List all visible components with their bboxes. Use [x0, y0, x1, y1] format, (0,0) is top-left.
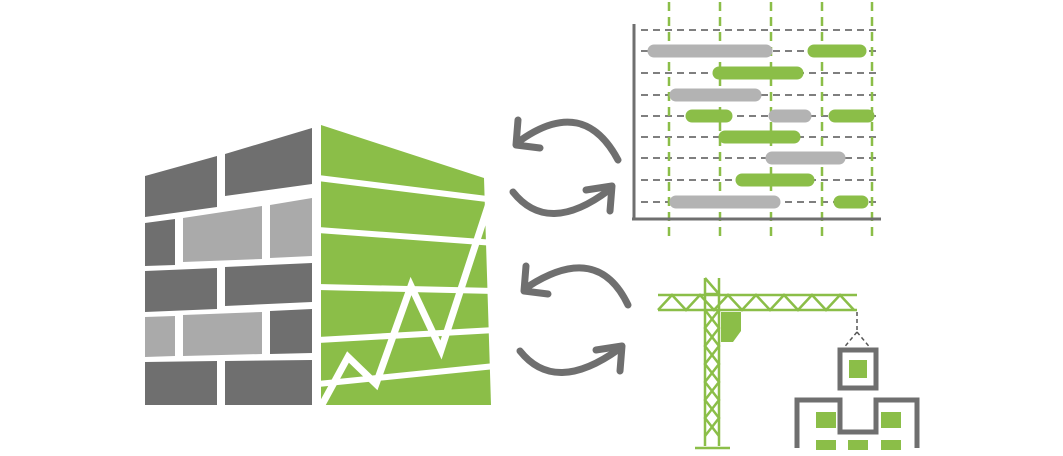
gantt-schedule-icon — [632, 2, 881, 236]
refresh-cycle-icon-top — [509, 116, 622, 217]
refresh-cycle-icon-bottom — [516, 262, 632, 376]
green-building-face — [314, 125, 500, 414]
brick-building-icon — [145, 125, 500, 414]
building-modules-icon — [794, 347, 920, 450]
gray-brick-wall — [145, 128, 312, 405]
trend-line — [314, 180, 500, 414]
tower-crane-icon — [657, 277, 873, 450]
